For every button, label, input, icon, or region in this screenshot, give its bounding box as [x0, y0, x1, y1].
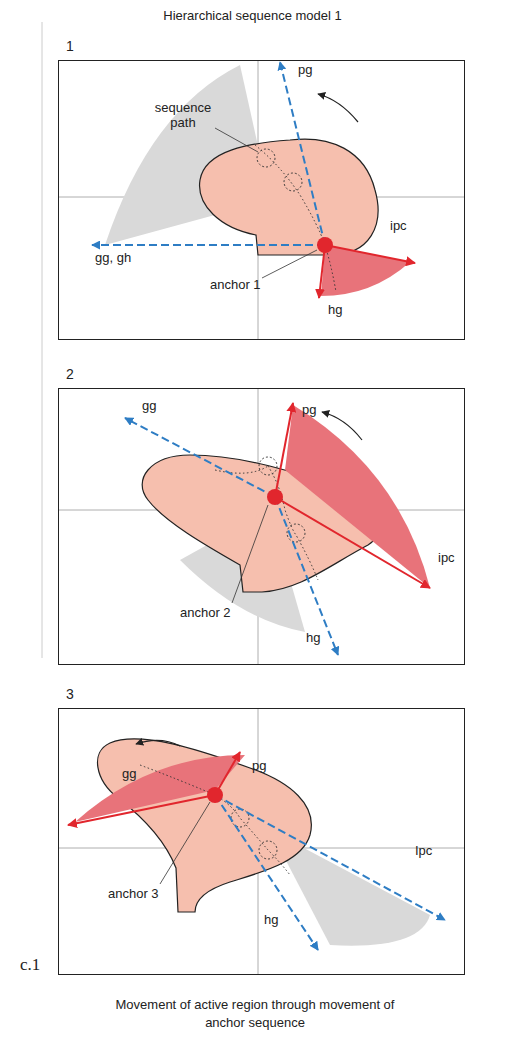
red-sector: [285, 405, 430, 588]
panel: 3: [58, 682, 465, 975]
hg-vector: [215, 795, 318, 950]
sequence-path: [255, 145, 336, 292]
anchor-label: anchor 1: [210, 277, 261, 292]
vector-label: Ipc: [415, 843, 432, 858]
sequence-element: [257, 149, 275, 167]
anchor-dot: [267, 489, 283, 505]
anchor-dot: [207, 787, 223, 803]
sequence-element: [259, 841, 277, 859]
panel-number: 3: [66, 686, 74, 702]
anchor-dot: [317, 237, 333, 253]
sequence-path: [140, 765, 290, 875]
rotation-arrow: [318, 94, 358, 122]
vector-label: hg: [306, 630, 320, 645]
panel-3-figure: [58, 708, 465, 975]
panel-frame: [58, 708, 465, 975]
panel: 2: [58, 362, 465, 665]
panel-1-figure: [58, 60, 465, 340]
diagram-title: Hierarchical sequence model 1: [0, 8, 505, 23]
rotation-arrow: [136, 740, 180, 746]
panel-number: 2: [66, 366, 74, 382]
panel-frame: [58, 388, 465, 665]
anchor-label: anchor 3: [108, 886, 159, 901]
anchor-label: anchor 2: [180, 605, 231, 620]
hg-vector: [319, 245, 325, 298]
sequence-element: [259, 457, 277, 475]
sequence-element: [284, 173, 302, 191]
ipc-vector: [215, 795, 445, 920]
gg-vector: [68, 795, 215, 825]
vector-label: pg: [252, 758, 266, 773]
vector-label: pg: [302, 402, 316, 417]
hg-vector: [275, 497, 338, 655]
red-sector: [75, 755, 245, 822]
leader-line: [215, 128, 258, 152]
ipc-vector: [325, 245, 415, 263]
vector-label: pg: [298, 62, 312, 77]
leader-line: [232, 505, 268, 603]
callout-label: sequence path: [150, 100, 216, 130]
vector-label: gg: [122, 766, 136, 781]
gg-vector: [125, 418, 275, 497]
vector-label: hg: [264, 912, 278, 927]
pg-vector: [275, 403, 293, 497]
panel-frame: [58, 60, 465, 340]
figure-code: c.1: [20, 955, 40, 974]
sequence-element: [231, 809, 249, 827]
vector-label: ipc: [438, 550, 455, 565]
sequence-path: [215, 466, 318, 580]
vector-label: gg, gh: [95, 250, 131, 265]
leader-line: [262, 250, 317, 278]
vector-label: gg: [142, 398, 156, 413]
pg-vector: [280, 62, 325, 245]
panel-number: 1: [66, 38, 74, 54]
active-region: [200, 139, 378, 255]
rotation-arrow: [322, 412, 362, 440]
leader-line: [160, 802, 210, 884]
margin-rule: [42, 22, 43, 658]
panel-2-figure: [58, 388, 465, 665]
gg-vector: [92, 244, 325, 246]
ipc-vector: [275, 497, 430, 588]
vector-label: hg: [328, 302, 342, 317]
vector-label: ipc: [390, 218, 407, 233]
panel: 1: [58, 34, 465, 340]
caption: Movement of active region through moveme…: [111, 996, 399, 1032]
